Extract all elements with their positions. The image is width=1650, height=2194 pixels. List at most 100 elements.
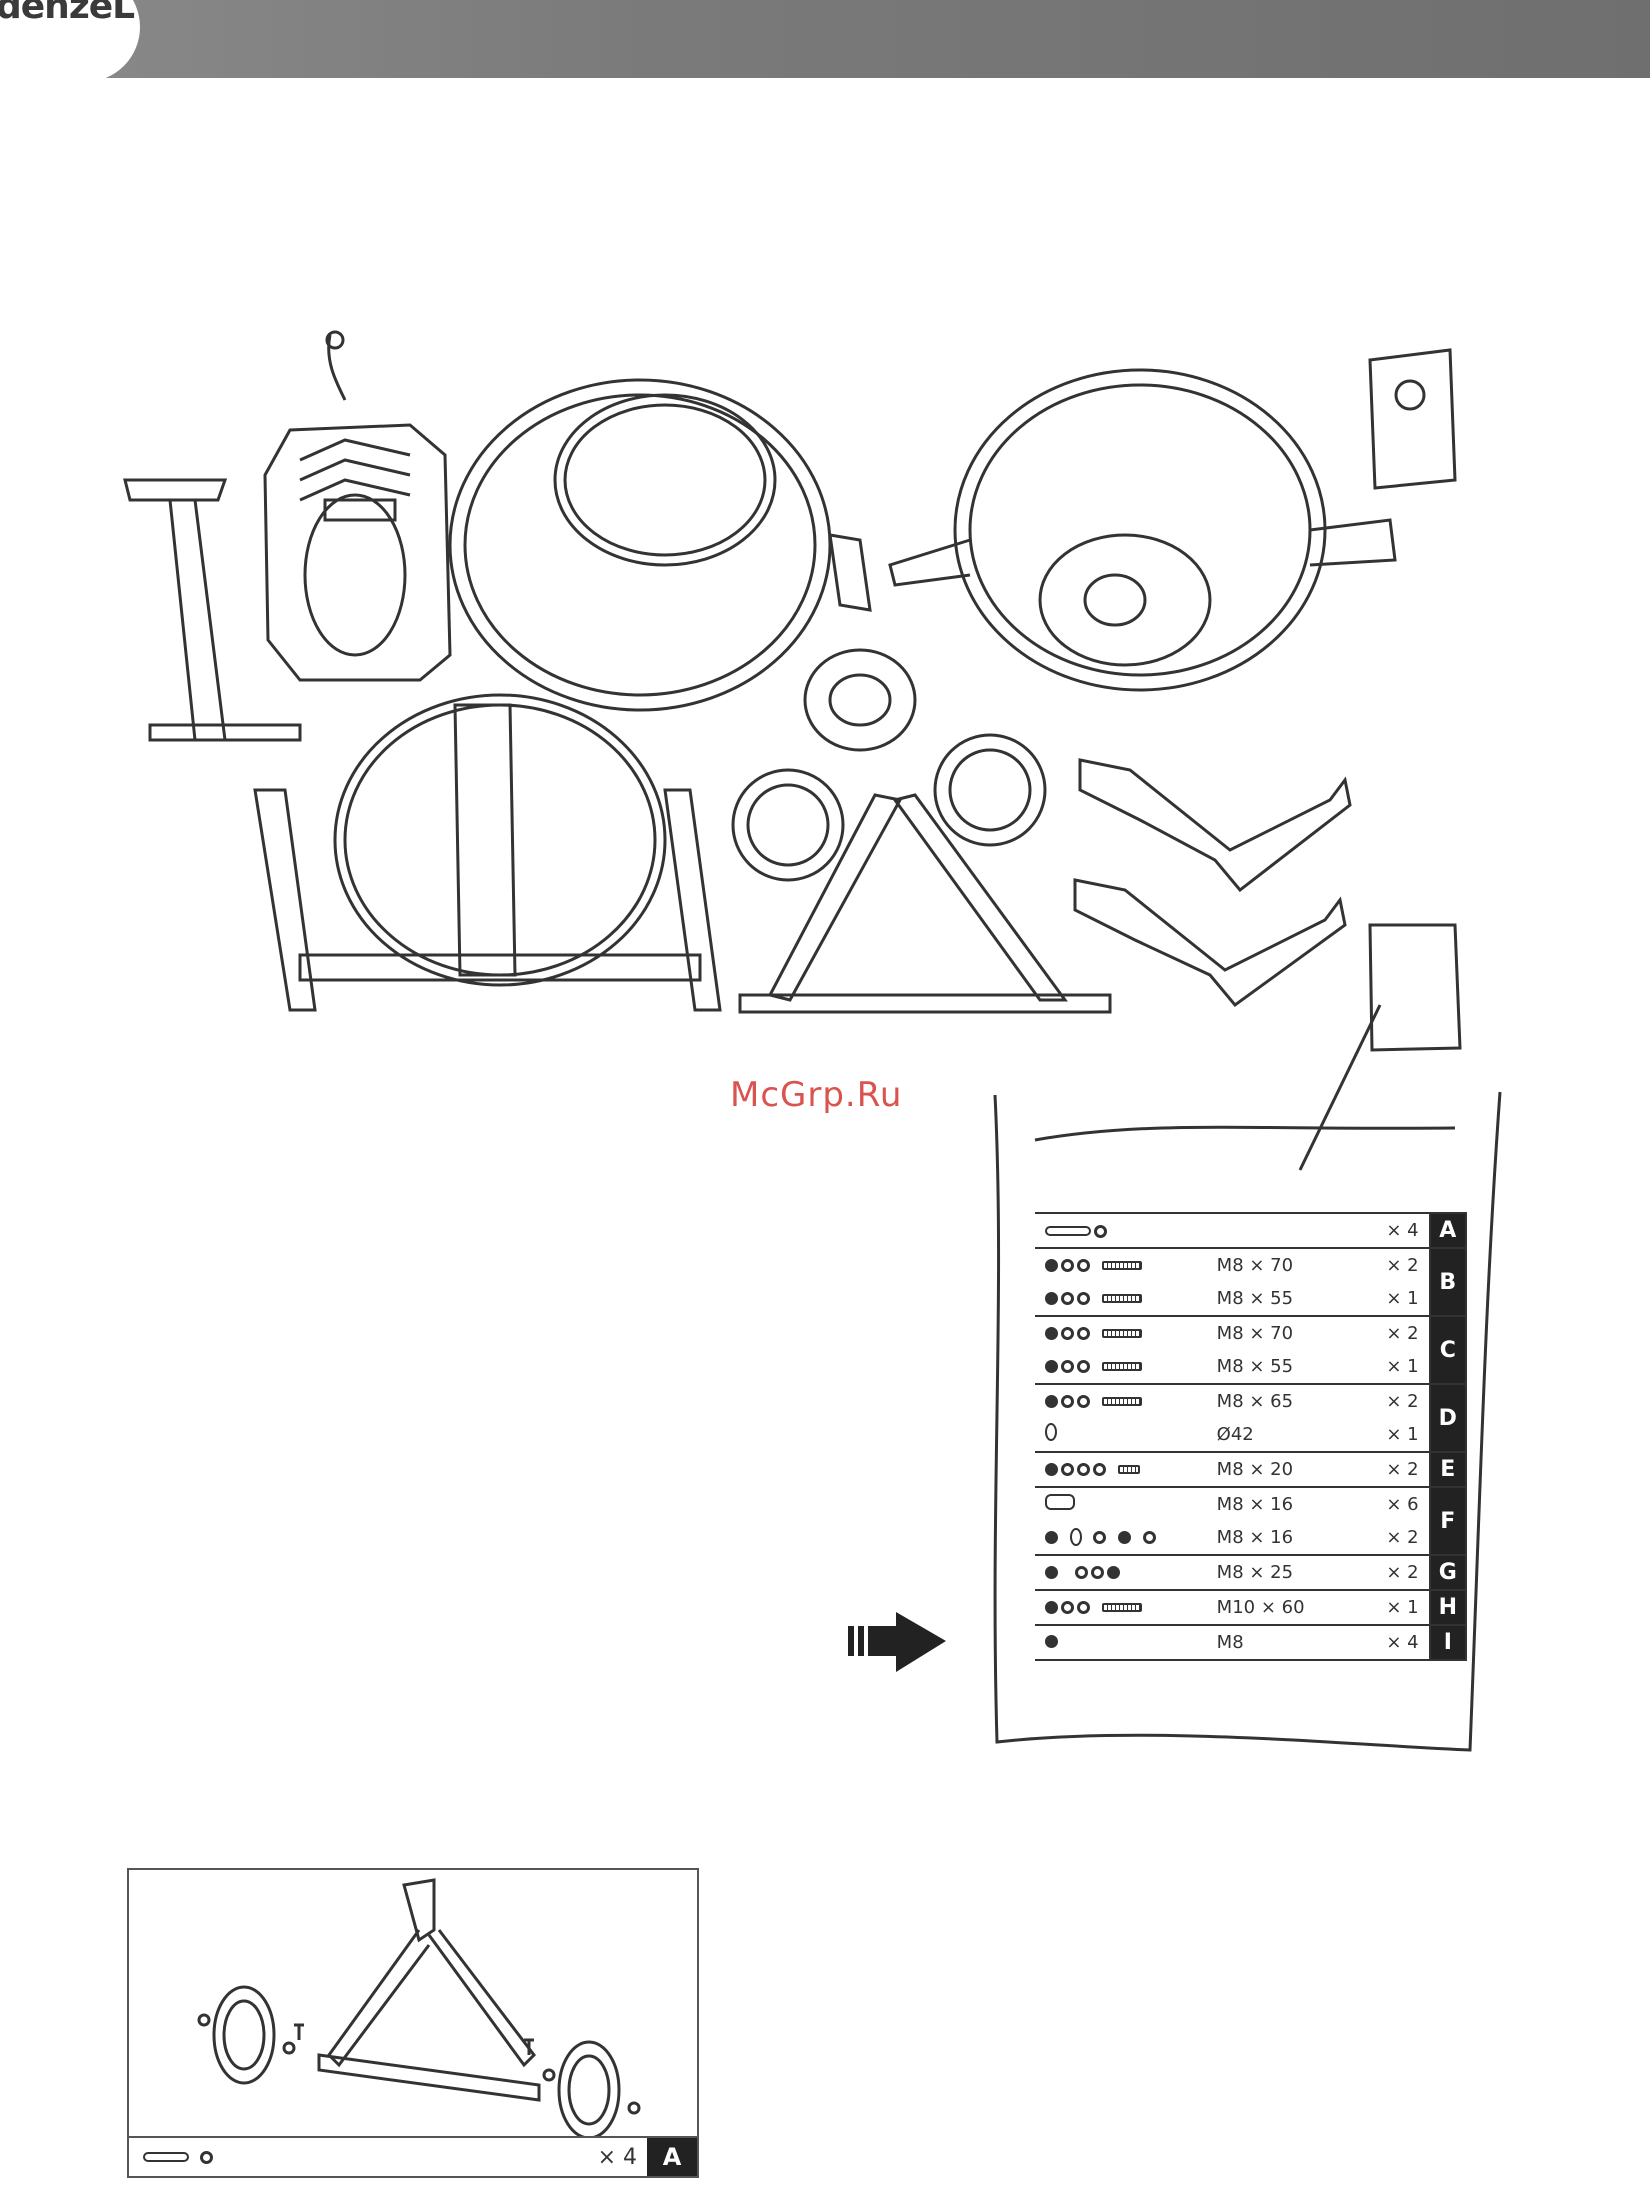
washer-icon (1061, 1360, 1074, 1373)
washer-icon (1077, 1327, 1090, 1340)
nut-icon (1045, 1601, 1058, 1614)
part-letter: I (1430, 1625, 1466, 1660)
part-letter: D (1430, 1384, 1466, 1452)
part-size: M10 × 60 (1217, 1590, 1358, 1625)
part-icons (1035, 1213, 1217, 1248)
part-qty: × 1 (1358, 1350, 1430, 1384)
bolt-icon (1102, 1397, 1142, 1406)
nut-icon (1045, 1395, 1058, 1408)
part-letter: B (1430, 1248, 1466, 1316)
part-size: M8 (1217, 1625, 1358, 1660)
washer-icon (1061, 1395, 1074, 1408)
part-letter: F (1430, 1487, 1466, 1555)
part-letter: G (1430, 1555, 1466, 1590)
part-icons (1035, 1282, 1217, 1316)
washer-icon (1061, 1327, 1074, 1340)
table-row: M8 × 25 × 2 G (1035, 1555, 1466, 1590)
part-icons (1035, 1316, 1217, 1350)
table-row: M8 × 20 × 2 E (1035, 1452, 1466, 1487)
bolt-icon (1102, 1362, 1142, 1371)
part-icons (1035, 1350, 1217, 1384)
motor-housing-illustration (265, 332, 450, 680)
part-qty: × 4 (1358, 1625, 1430, 1660)
bolt-icon (1102, 1261, 1142, 1270)
washer-icon (1077, 1395, 1090, 1408)
hardware-bag-illustration (1300, 925, 1460, 1170)
bolt-icon (1045, 1494, 1075, 1510)
frame-illustration (255, 695, 720, 1010)
manual-illustration (1370, 350, 1455, 488)
washer-icon (1061, 1259, 1074, 1272)
detail-footer: × 4 A (129, 2136, 697, 2176)
part-qty: × 1 (1358, 1418, 1430, 1452)
part-qty: × 1 (1358, 1590, 1430, 1625)
nut-icon (1045, 1463, 1058, 1476)
part-letter: A (1430, 1213, 1466, 1248)
part-icons (1035, 1625, 1217, 1660)
washer-icon (1070, 1528, 1082, 1546)
part-size: M8 × 20 (1217, 1452, 1358, 1487)
parts-table: × 4 A M8 × 70 × 2 B M8 × 55 × 1 M8 × 70 … (1035, 1212, 1467, 1661)
part-qty: × 2 (1358, 1248, 1430, 1282)
o-ring-icon (1045, 1423, 1057, 1441)
table-row: M8 × 4 I (1035, 1625, 1466, 1660)
part-size: M8 × 16 (1217, 1487, 1358, 1521)
washer-icon (1061, 1601, 1074, 1614)
axle-stand-illustration (740, 795, 1110, 1012)
table-row: M8 × 70 × 2 B (1035, 1248, 1466, 1282)
part-icons (1035, 1590, 1217, 1625)
drum-top-illustration (450, 380, 830, 710)
washer-icon (1143, 1531, 1156, 1544)
part-qty: × 1 (1358, 1282, 1430, 1316)
part-letter: H (1430, 1590, 1466, 1625)
nut-icon (1107, 1566, 1120, 1579)
bolt-icon (1102, 1329, 1142, 1338)
washer-icon (1061, 1292, 1074, 1305)
washer-icon (1075, 1566, 1088, 1579)
table-row: M8 × 16 × 6 F (1035, 1487, 1466, 1521)
pin-icon (1045, 1226, 1091, 1236)
part-size (1217, 1213, 1358, 1248)
wheel-illustration (733, 735, 1045, 880)
nut-icon (1045, 1292, 1058, 1305)
washer-icon (1077, 1259, 1090, 1272)
part-icons (1035, 1452, 1217, 1487)
part-size: M8 × 55 (1217, 1350, 1358, 1384)
washer-icon (1091, 1566, 1104, 1579)
table-row: M8 × 55 × 1 (1035, 1282, 1466, 1316)
part-size: M8 × 70 (1217, 1316, 1358, 1350)
nut-icon (1045, 1360, 1058, 1373)
washer-icon (1094, 1225, 1107, 1238)
detail-qty: × 4 (598, 2145, 637, 2170)
table-row: M10 × 60 × 1 H (1035, 1590, 1466, 1625)
washer-icon (1077, 1360, 1090, 1373)
table-row: Ø42 × 1 (1035, 1418, 1466, 1452)
table-row: M8 × 70 × 2 C (1035, 1316, 1466, 1350)
table-row: × 4 A (1035, 1213, 1466, 1248)
washer-icon (1077, 1463, 1090, 1476)
part-size: M8 × 70 (1217, 1248, 1358, 1282)
watermark-text: McGrp.Ru (730, 1075, 902, 1115)
part-icons (1035, 1384, 1217, 1418)
nut-icon (1045, 1531, 1058, 1544)
part-size: M8 × 25 (1217, 1555, 1358, 1590)
part-icons (1035, 1487, 1217, 1521)
part-letter: E (1430, 1452, 1466, 1487)
washer-icon (1077, 1292, 1090, 1305)
part-icons (1035, 1418, 1217, 1452)
washer-icon (1093, 1531, 1106, 1544)
bolt-icon (1102, 1294, 1142, 1303)
part-qty: × 2 (1358, 1384, 1430, 1418)
part-letter: C (1430, 1316, 1466, 1384)
part-icons (1035, 1521, 1217, 1555)
assembly-step-box: × 4 A (127, 1868, 699, 2178)
part-size: M8 × 55 (1217, 1282, 1358, 1316)
stand-leg-illustration (125, 480, 300, 740)
washer-icon (1093, 1463, 1106, 1476)
part-icons (1035, 1555, 1217, 1590)
nut-icon (1045, 1259, 1058, 1272)
handle-illustration (1075, 760, 1350, 1005)
detail-letter: A (647, 2138, 697, 2176)
detail-part-icons (143, 2148, 213, 2167)
nut-icon (1045, 1635, 1058, 1648)
